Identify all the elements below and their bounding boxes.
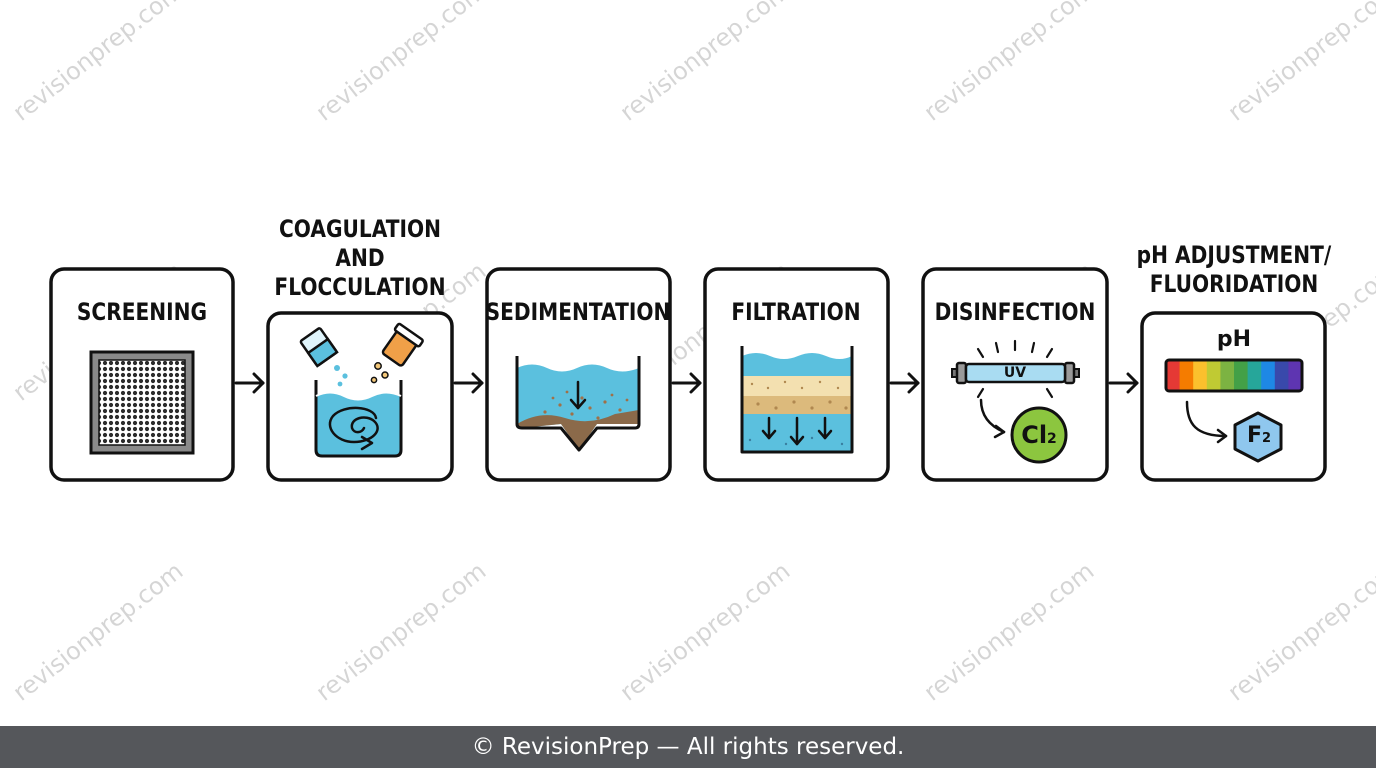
chlorine-formula: Cl2 bbox=[1012, 420, 1066, 454]
chlorine-subscript: 2 bbox=[1047, 431, 1057, 447]
ph-color-scale bbox=[1166, 360, 1303, 391]
title-line: pH ADJUSTMENT/ bbox=[1136, 241, 1332, 269]
ph-scale-segment bbox=[1274, 360, 1289, 391]
chlorine-symbol: Cl bbox=[1021, 421, 1048, 449]
ph-scale-fluoride-icon bbox=[1164, 358, 1304, 463]
flow-arrow bbox=[671, 372, 702, 394]
ph-scale-segment bbox=[1288, 360, 1303, 391]
ph-scale-segment bbox=[1247, 360, 1262, 391]
title-line: FLUORIDATION bbox=[1149, 270, 1319, 298]
ph-scale-segment bbox=[1220, 360, 1235, 391]
uv-label: UV bbox=[1003, 365, 1027, 381]
step-title-screening: SCREENING bbox=[76, 298, 208, 326]
uv-lamp-chlorine-icon bbox=[951, 339, 1080, 464]
ph-scale-segment bbox=[1166, 360, 1181, 391]
flow-arrow bbox=[234, 372, 265, 394]
screen-mesh-icon bbox=[89, 350, 195, 455]
ph-scale-segment bbox=[1179, 360, 1194, 391]
title-line: FLOCCULATION bbox=[274, 273, 446, 301]
flow-arrow bbox=[889, 372, 920, 394]
fluorine-symbol: F bbox=[1246, 423, 1262, 448]
title-line: AND bbox=[335, 244, 385, 272]
step-title-sedimentation: SEDIMENTATION bbox=[485, 298, 671, 326]
step-title-coagulation: COAGULATION AND FLOCCULATION bbox=[268, 215, 453, 302]
ph-scale-segment bbox=[1234, 360, 1249, 391]
title-line: COAGULATION bbox=[278, 215, 442, 243]
settling-tank-icon bbox=[515, 356, 641, 452]
ph-scale-segment bbox=[1261, 360, 1276, 391]
fluorine-subscript: 2 bbox=[1261, 431, 1272, 446]
step-title-filtration: FILTRATION bbox=[731, 298, 861, 326]
flow-arrow bbox=[1108, 372, 1139, 394]
sand-filter-icon bbox=[740, 346, 854, 454]
fluorine-formula: F2 bbox=[1236, 422, 1282, 453]
step-title-disinfection: DISINFECTION bbox=[934, 298, 1096, 326]
ph-scale-segment bbox=[1193, 360, 1208, 391]
ph-scale-segment bbox=[1206, 360, 1221, 391]
chemical-dosing-tank-icon bbox=[299, 322, 424, 458]
step-title-ph-fluoridation: pH ADJUSTMENT/ FLUORIDATION bbox=[1133, 241, 1335, 299]
ph-label: pH bbox=[1216, 327, 1252, 352]
flow-arrow bbox=[453, 372, 484, 394]
copyright-footer: © RevisionPrep — All rights reserved. bbox=[0, 726, 1376, 768]
